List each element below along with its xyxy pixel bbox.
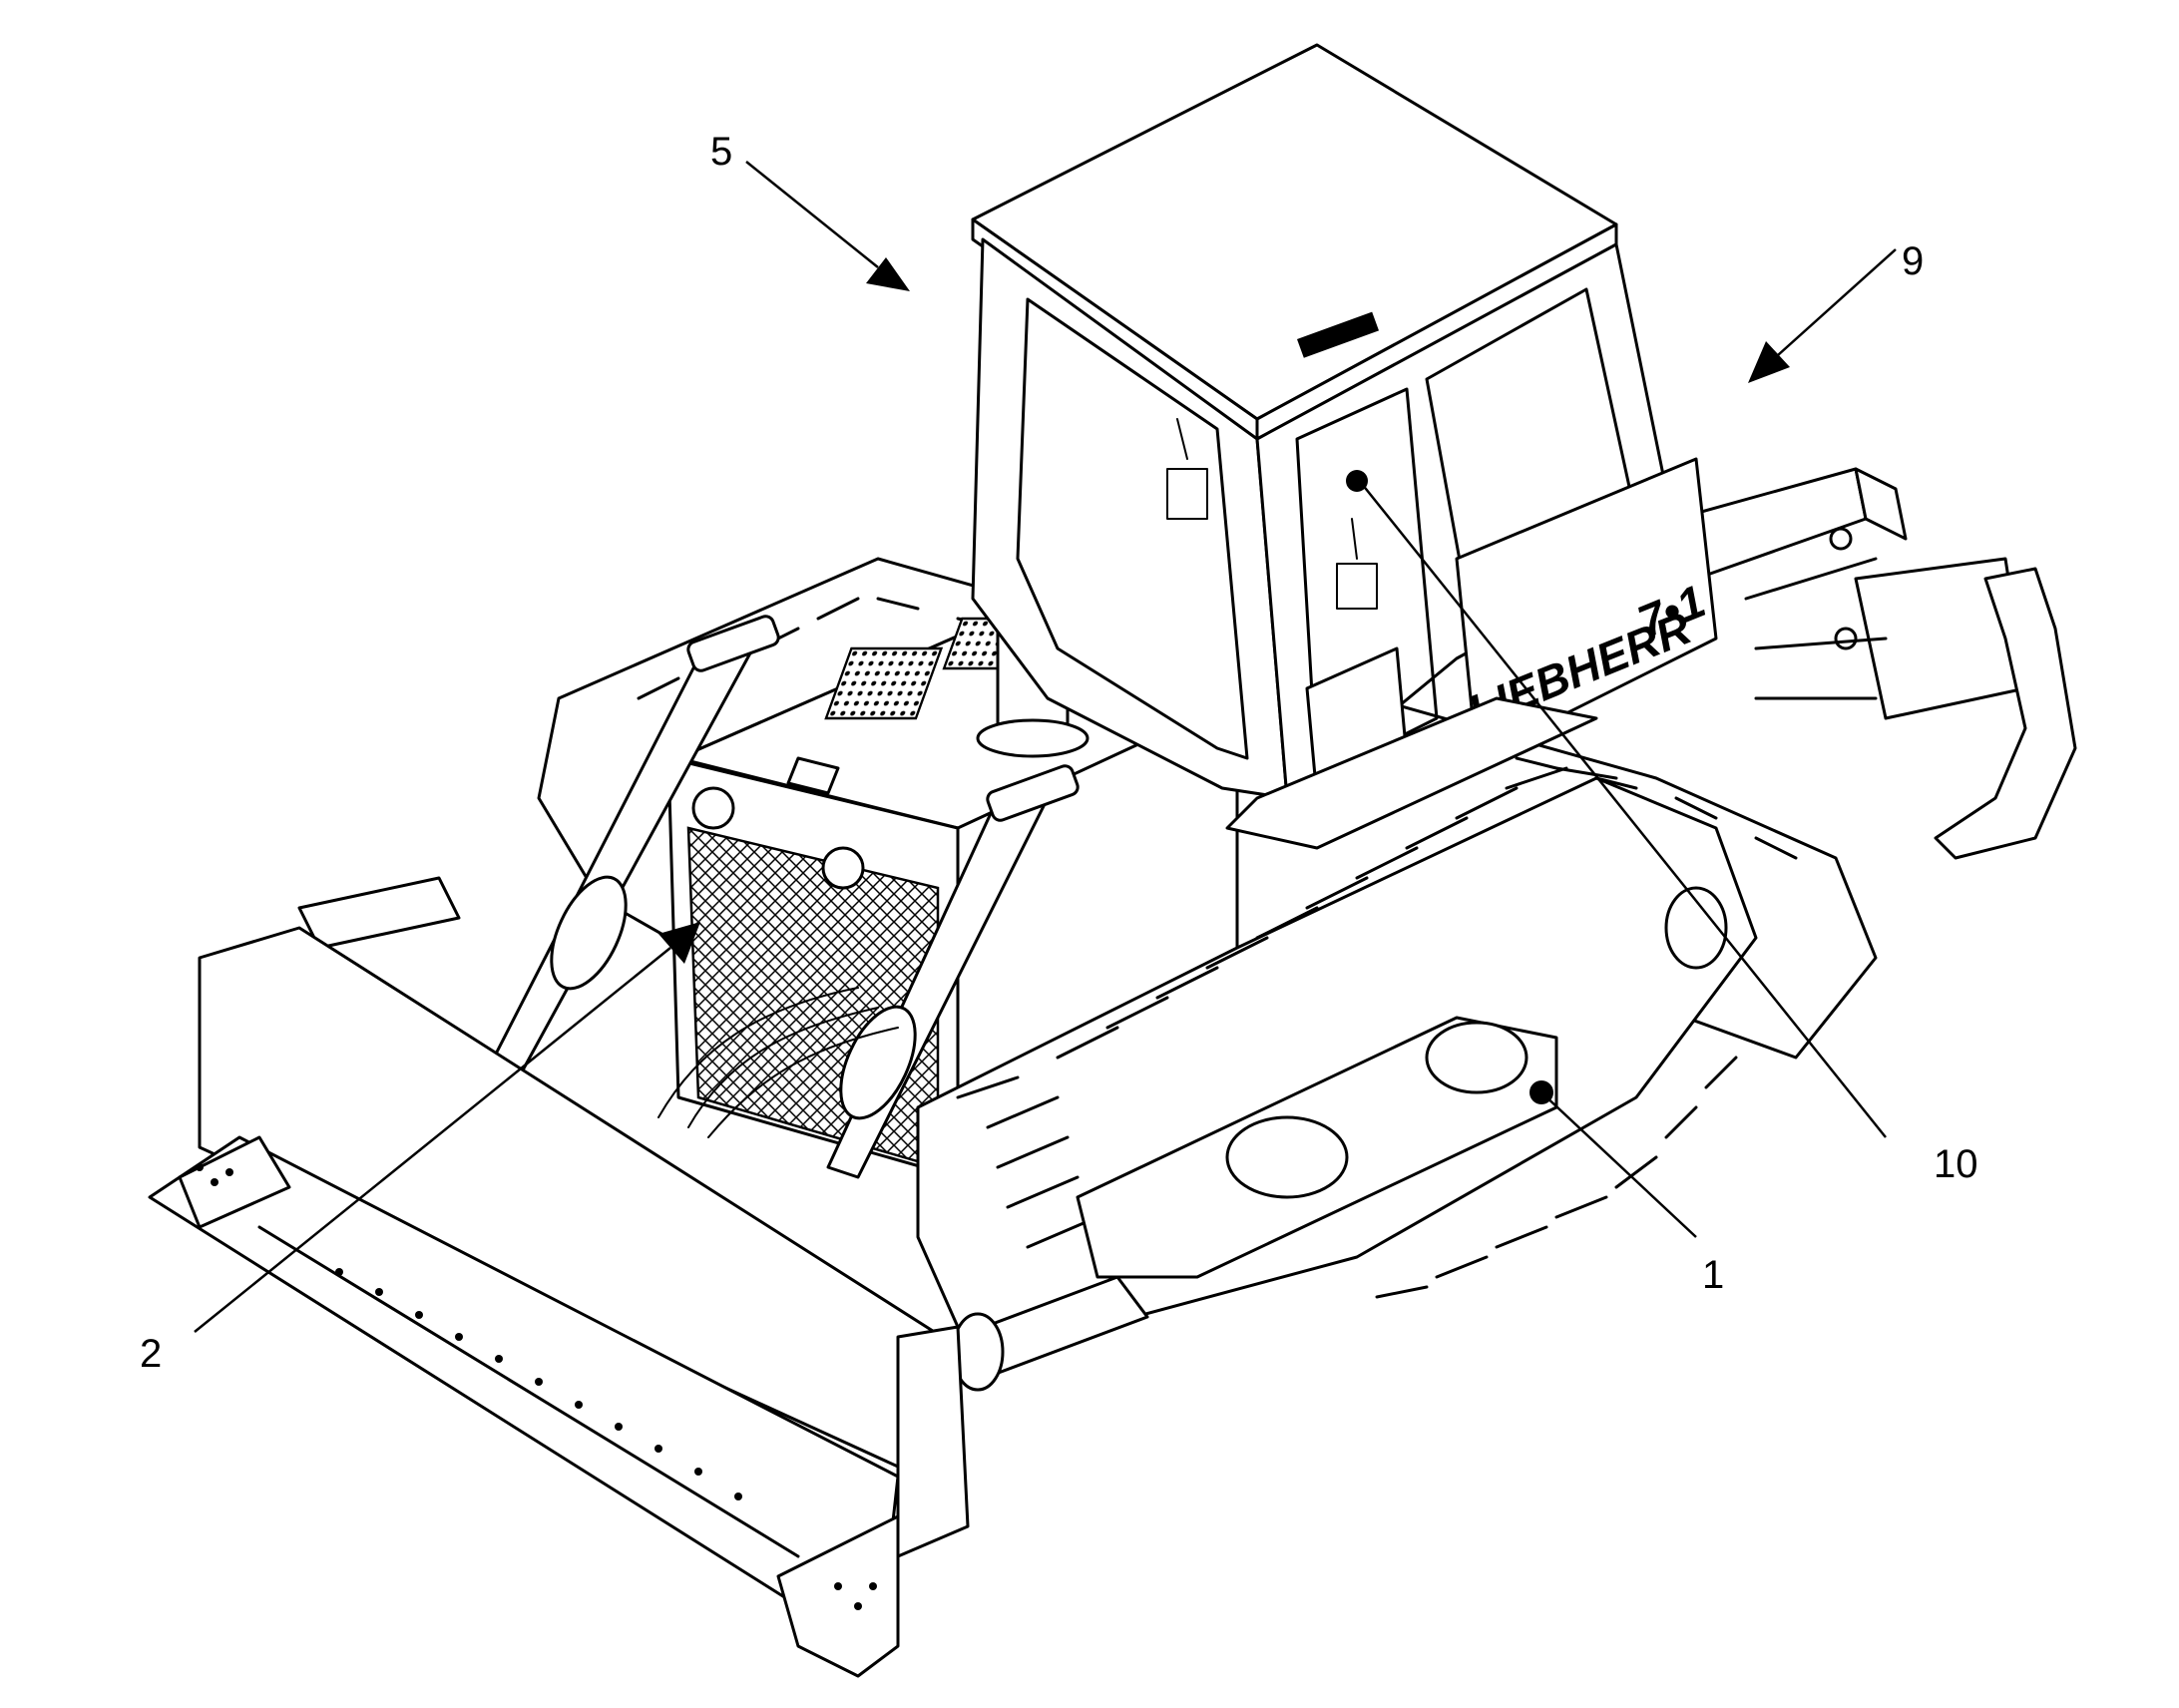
- callout-label-5: 5: [710, 130, 733, 174]
- callout-label-1: 1: [1702, 1253, 1725, 1297]
- callout-leaders: [194, 161, 1897, 1333]
- right-track: [916, 766, 1758, 1329]
- callout-label-10: 10: [1934, 1142, 1978, 1186]
- callout-label-2: 2: [140, 1332, 163, 1376]
- radiator-grille: [666, 756, 960, 1179]
- dozer-blade: [148, 926, 970, 1678]
- callout-label-9: 9: [1902, 239, 1925, 283]
- operator-cab: LIEBHERR 7•1: [971, 43, 1718, 850]
- blade-lift-cylinders: [297, 615, 1149, 1392]
- ripper-assembly: [1674, 467, 2077, 860]
